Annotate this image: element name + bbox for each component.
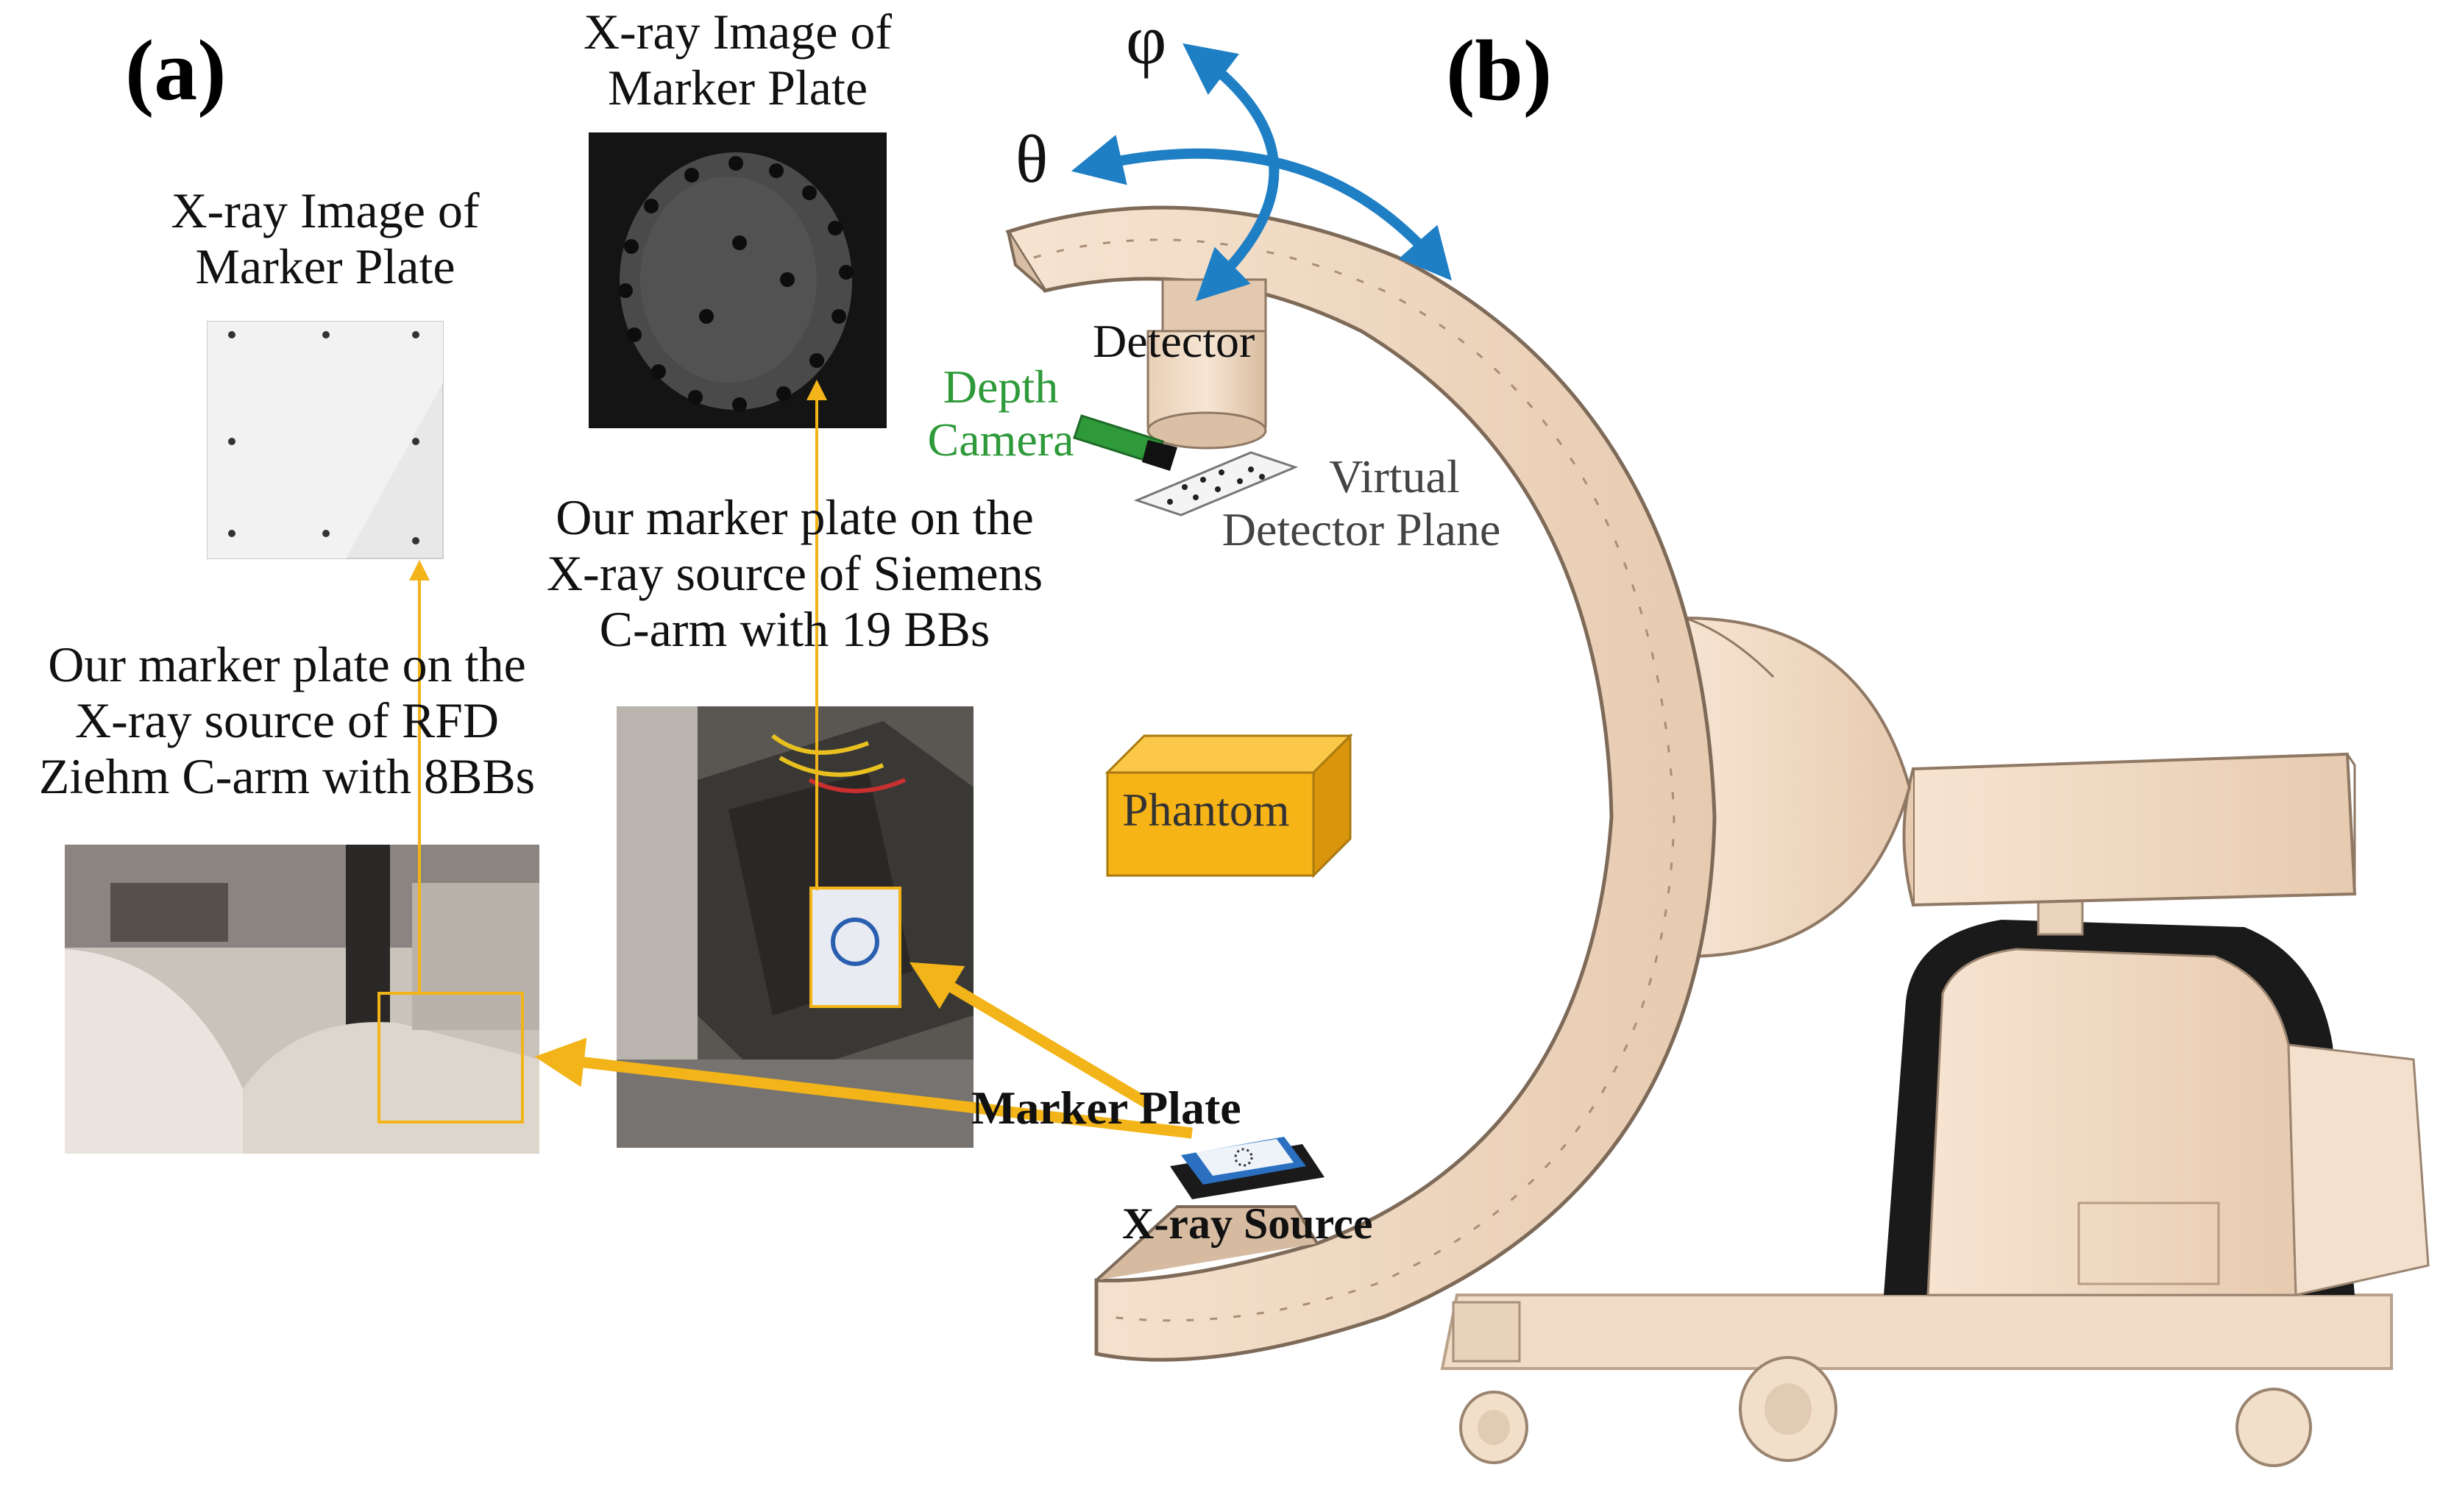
xray-image-caption-ziehm-line1: X-ray Image of	[171, 182, 480, 238]
ziehm-marker-caption-line1: Our marker plate on the	[48, 636, 526, 692]
siemens-marker-caption-line3: C-arm with 19 BBs	[599, 601, 990, 658]
panel-label-a: (a)	[125, 22, 227, 118]
xray-image-caption-siemens-line2: Marker Plate	[607, 60, 868, 116]
marker-plate-label: Marker Plate	[971, 1082, 1241, 1134]
xray-image-caption-ziehm-line2: Marker Plate	[195, 238, 455, 295]
theta-label: θ	[1015, 121, 1049, 196]
xray-image-caption-siemens: X-ray Image of Marker Plate	[563, 4, 912, 116]
siemens-marker-caption: Our marker plate on the X-ray source of …	[515, 489, 1074, 657]
depth-camera-label-line2: Camera	[927, 413, 1074, 466]
ziehm-xray-image	[207, 321, 444, 559]
siemens-marker-caption-line2: X-ray source of Siemens	[546, 545, 1043, 602]
c-arm-cabinet	[1884, 920, 2430, 1296]
virtual-detector-plane	[1133, 451, 1299, 517]
marker-plate-to-siemens-arrow	[909, 962, 1151, 1109]
c-arm-pivot	[1684, 616, 1912, 959]
xray-image-caption-ziehm: X-ray Image of Marker Plate	[171, 182, 480, 294]
virtual-detector-plane-label-line2: Detector Plane	[1222, 503, 1501, 556]
panel-label-b: (b)	[1446, 22, 1553, 118]
detector-label: Detector	[1093, 315, 1255, 367]
ziehm-marker-caption-line3: Ziehm C-arm with 8BBs	[38, 748, 536, 805]
detector	[1146, 278, 1267, 450]
depth-camera-label-line1: Depth	[943, 361, 1059, 413]
c-arm-base	[1440, 1293, 2393, 1467]
c-arm-support-arm	[1902, 752, 2357, 936]
xray-image-caption-siemens-line1: X-ray Image of	[583, 4, 893, 60]
phantom-box	[1105, 733, 1353, 879]
siemens-marker-caption-line1: Our marker plate on the	[556, 489, 1034, 545]
theta-rotation-arrow	[1071, 135, 1453, 281]
xray-source-label: X-ray Source	[1122, 1199, 1373, 1248]
marker-plate-to-ziehm-arrow	[534, 1037, 1193, 1139]
siemens-xray-image	[589, 132, 887, 428]
ziehm-c-arm-photo	[65, 845, 539, 1154]
virtual-detector-plane-label-line1: Virtual	[1329, 450, 1460, 503]
c-arm-machine	[1005, 205, 2430, 1467]
ziehm-marker-caption: Our marker plate on the X-ray source of …	[0, 636, 574, 804]
virtual-detector-plane-label: Virtual Detector Plane	[1185, 450, 1538, 556]
phi-label: φ	[1126, 0, 1167, 79]
phantom-label: Phantom	[1122, 784, 1290, 836]
marker-plate-on-source	[1170, 1137, 1325, 1199]
depth-camera-label: Depth Camera	[905, 361, 1096, 466]
depth-camera	[1073, 414, 1177, 471]
ziehm-marker-caption-line2: X-ray source of RFD	[75, 692, 499, 749]
phi-rotation-arrow	[1183, 43, 1280, 302]
